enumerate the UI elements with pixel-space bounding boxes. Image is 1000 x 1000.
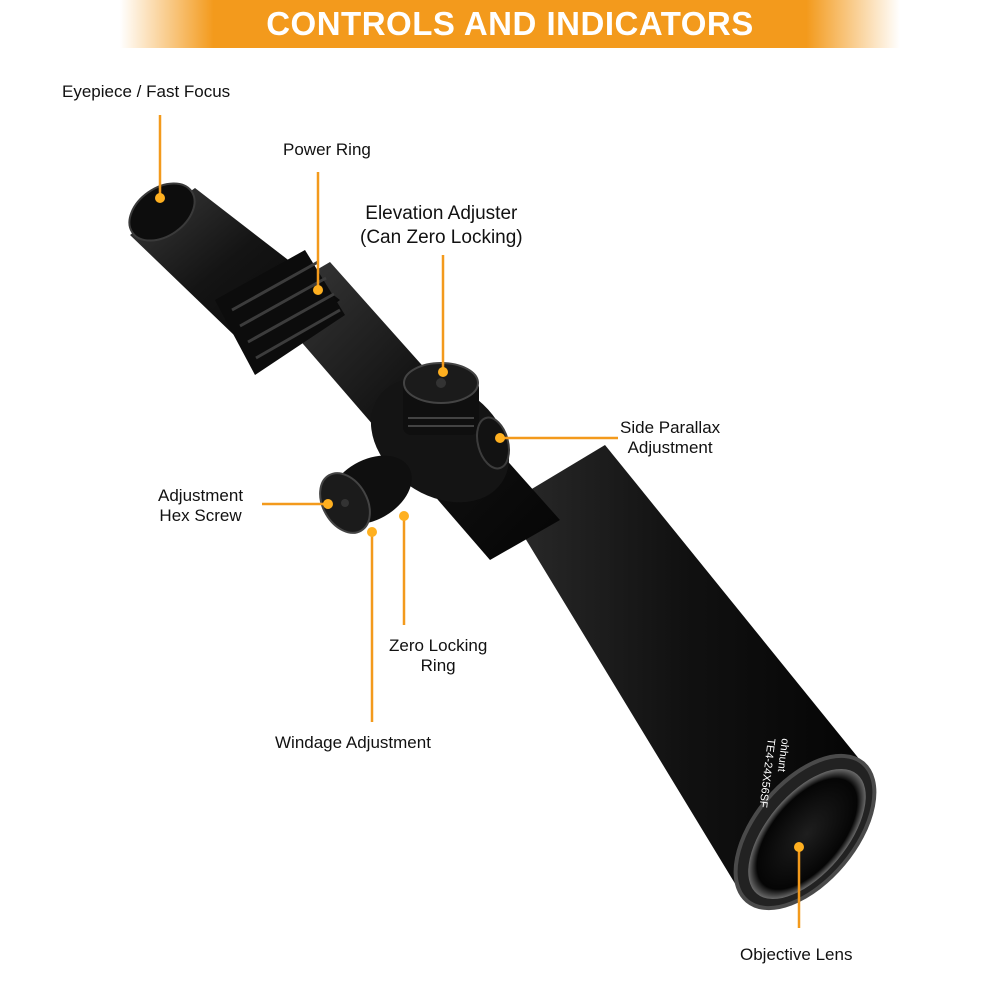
label-elevation: Elevation Adjuster (Can Zero Locking) — [360, 202, 523, 250]
zero-locking-dot — [399, 511, 409, 521]
eyepiece-dot — [155, 193, 165, 203]
label-hex-screw-line2: Hex Screw — [159, 506, 242, 525]
parallax-dot — [495, 433, 505, 443]
label-elevation-line2: (Can Zero Locking) — [360, 227, 523, 248]
label-eyepiece: Eyepiece / Fast Focus — [62, 82, 231, 101]
eyepiece-end — [128, 182, 196, 242]
label-zero-locking: Zero Locking Ring — [389, 636, 487, 676]
objective-bell — [505, 445, 860, 900]
label-parallax-line1: Side Parallax — [620, 418, 721, 437]
label-power-ring: Power Ring — [283, 140, 371, 159]
windage-dot — [367, 527, 377, 537]
header-banner: CONTROLS AND INDICATORS — [120, 0, 900, 48]
label-zero-locking-line1: Zero Locking — [389, 636, 488, 655]
label-zero-locking-line2: Ring — [420, 656, 456, 675]
objective-lens-glass — [748, 768, 866, 900]
hex-screw-dot — [323, 499, 333, 509]
label-parallax: Side Parallax Adjustment — [620, 418, 720, 458]
label-windage: Windage Adjustment — [275, 733, 431, 752]
label-objective: Objective Lens — [740, 945, 853, 964]
label-parallax-line2: Adjustment — [627, 438, 713, 457]
objective-dot — [794, 842, 804, 852]
brand-engraving: ohhunt — [775, 738, 791, 773]
power-ring-dot — [313, 285, 323, 295]
label-hex-screw: Adjustment Hex Screw — [158, 486, 243, 526]
page-title: CONTROLS AND INDICATORS — [266, 5, 754, 42]
label-hex-screw-line1: Adjustment — [158, 486, 244, 505]
elevation-dot — [438, 367, 448, 377]
label-elevation-line1: Elevation Adjuster — [365, 203, 518, 224]
power-ring — [215, 250, 345, 375]
